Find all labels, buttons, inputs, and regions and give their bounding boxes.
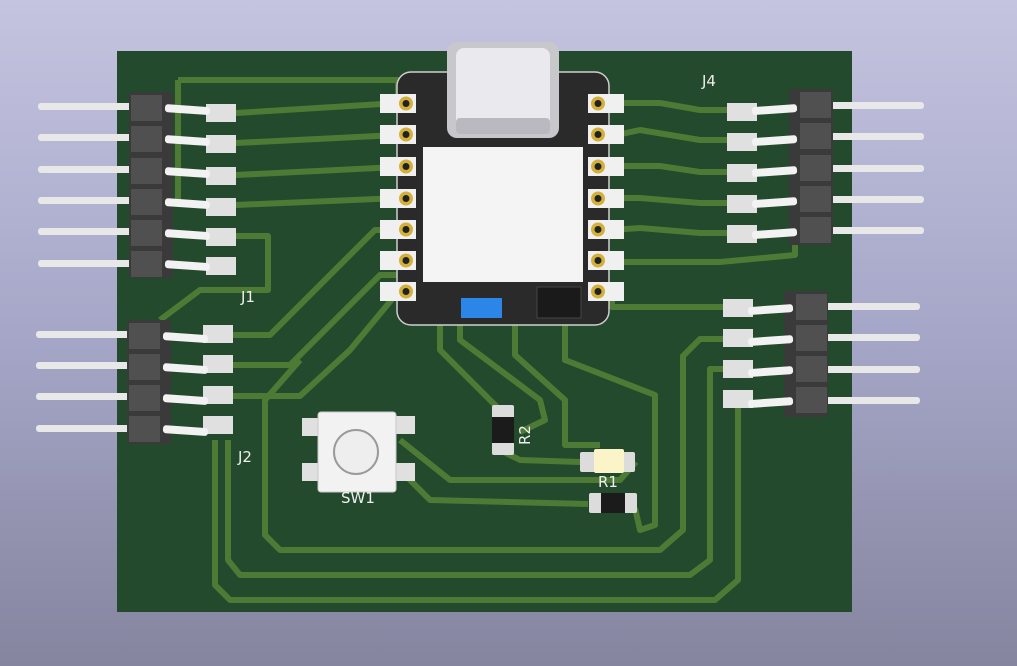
led-d1 <box>580 449 635 473</box>
header-j2 <box>36 320 233 444</box>
header-j1-pads <box>206 104 236 275</box>
tactile-switch-sw1 <box>302 411 415 493</box>
mcu-module <box>380 42 624 326</box>
header-j3-pins <box>822 303 920 404</box>
silk-label-j2: J2 <box>237 448 252 466</box>
header-j4 <box>727 89 924 245</box>
header-j2-pads <box>203 325 233 434</box>
header-j2-pins <box>36 331 136 432</box>
header-j2-body <box>127 320 171 444</box>
header-j3-pads <box>723 299 753 408</box>
silk-label-j1: J1 <box>240 288 255 306</box>
sw1-plunger <box>333 429 379 475</box>
silk-label-j4: J4 <box>701 72 716 90</box>
silk-label-sw1: SW1 <box>341 489 375 507</box>
header-j3-body <box>784 291 828 417</box>
mcu-left-pads <box>380 94 416 301</box>
header-j3 <box>723 291 920 417</box>
header-j4-pins <box>826 102 924 234</box>
header-j3-segments <box>796 294 827 413</box>
silk-label-r2: R2 <box>516 425 534 445</box>
header-j4-pads <box>727 103 757 243</box>
header-j2-bent-pins <box>162 332 208 436</box>
header-j3-bent-pins <box>748 304 794 408</box>
boot-button <box>536 286 582 319</box>
header-j1-segments <box>131 95 162 277</box>
header-j1 <box>38 92 236 278</box>
header-j4-segments <box>800 92 831 243</box>
resistor-r1 <box>589 493 637 513</box>
usb-c-connector-face <box>456 48 550 133</box>
resistor-r2 <box>492 405 514 455</box>
rf-shield <box>423 147 583 282</box>
status-led <box>461 298 502 318</box>
header-j4-bent-pins <box>752 104 798 239</box>
header-j1-bent-pins <box>164 104 210 271</box>
silk-label-r1: R1 <box>598 473 618 491</box>
header-j1-pins <box>38 103 138 267</box>
mcu-right-pads <box>588 94 624 301</box>
header-j2-segments <box>129 323 160 442</box>
usb-c-shadow <box>456 118 550 134</box>
